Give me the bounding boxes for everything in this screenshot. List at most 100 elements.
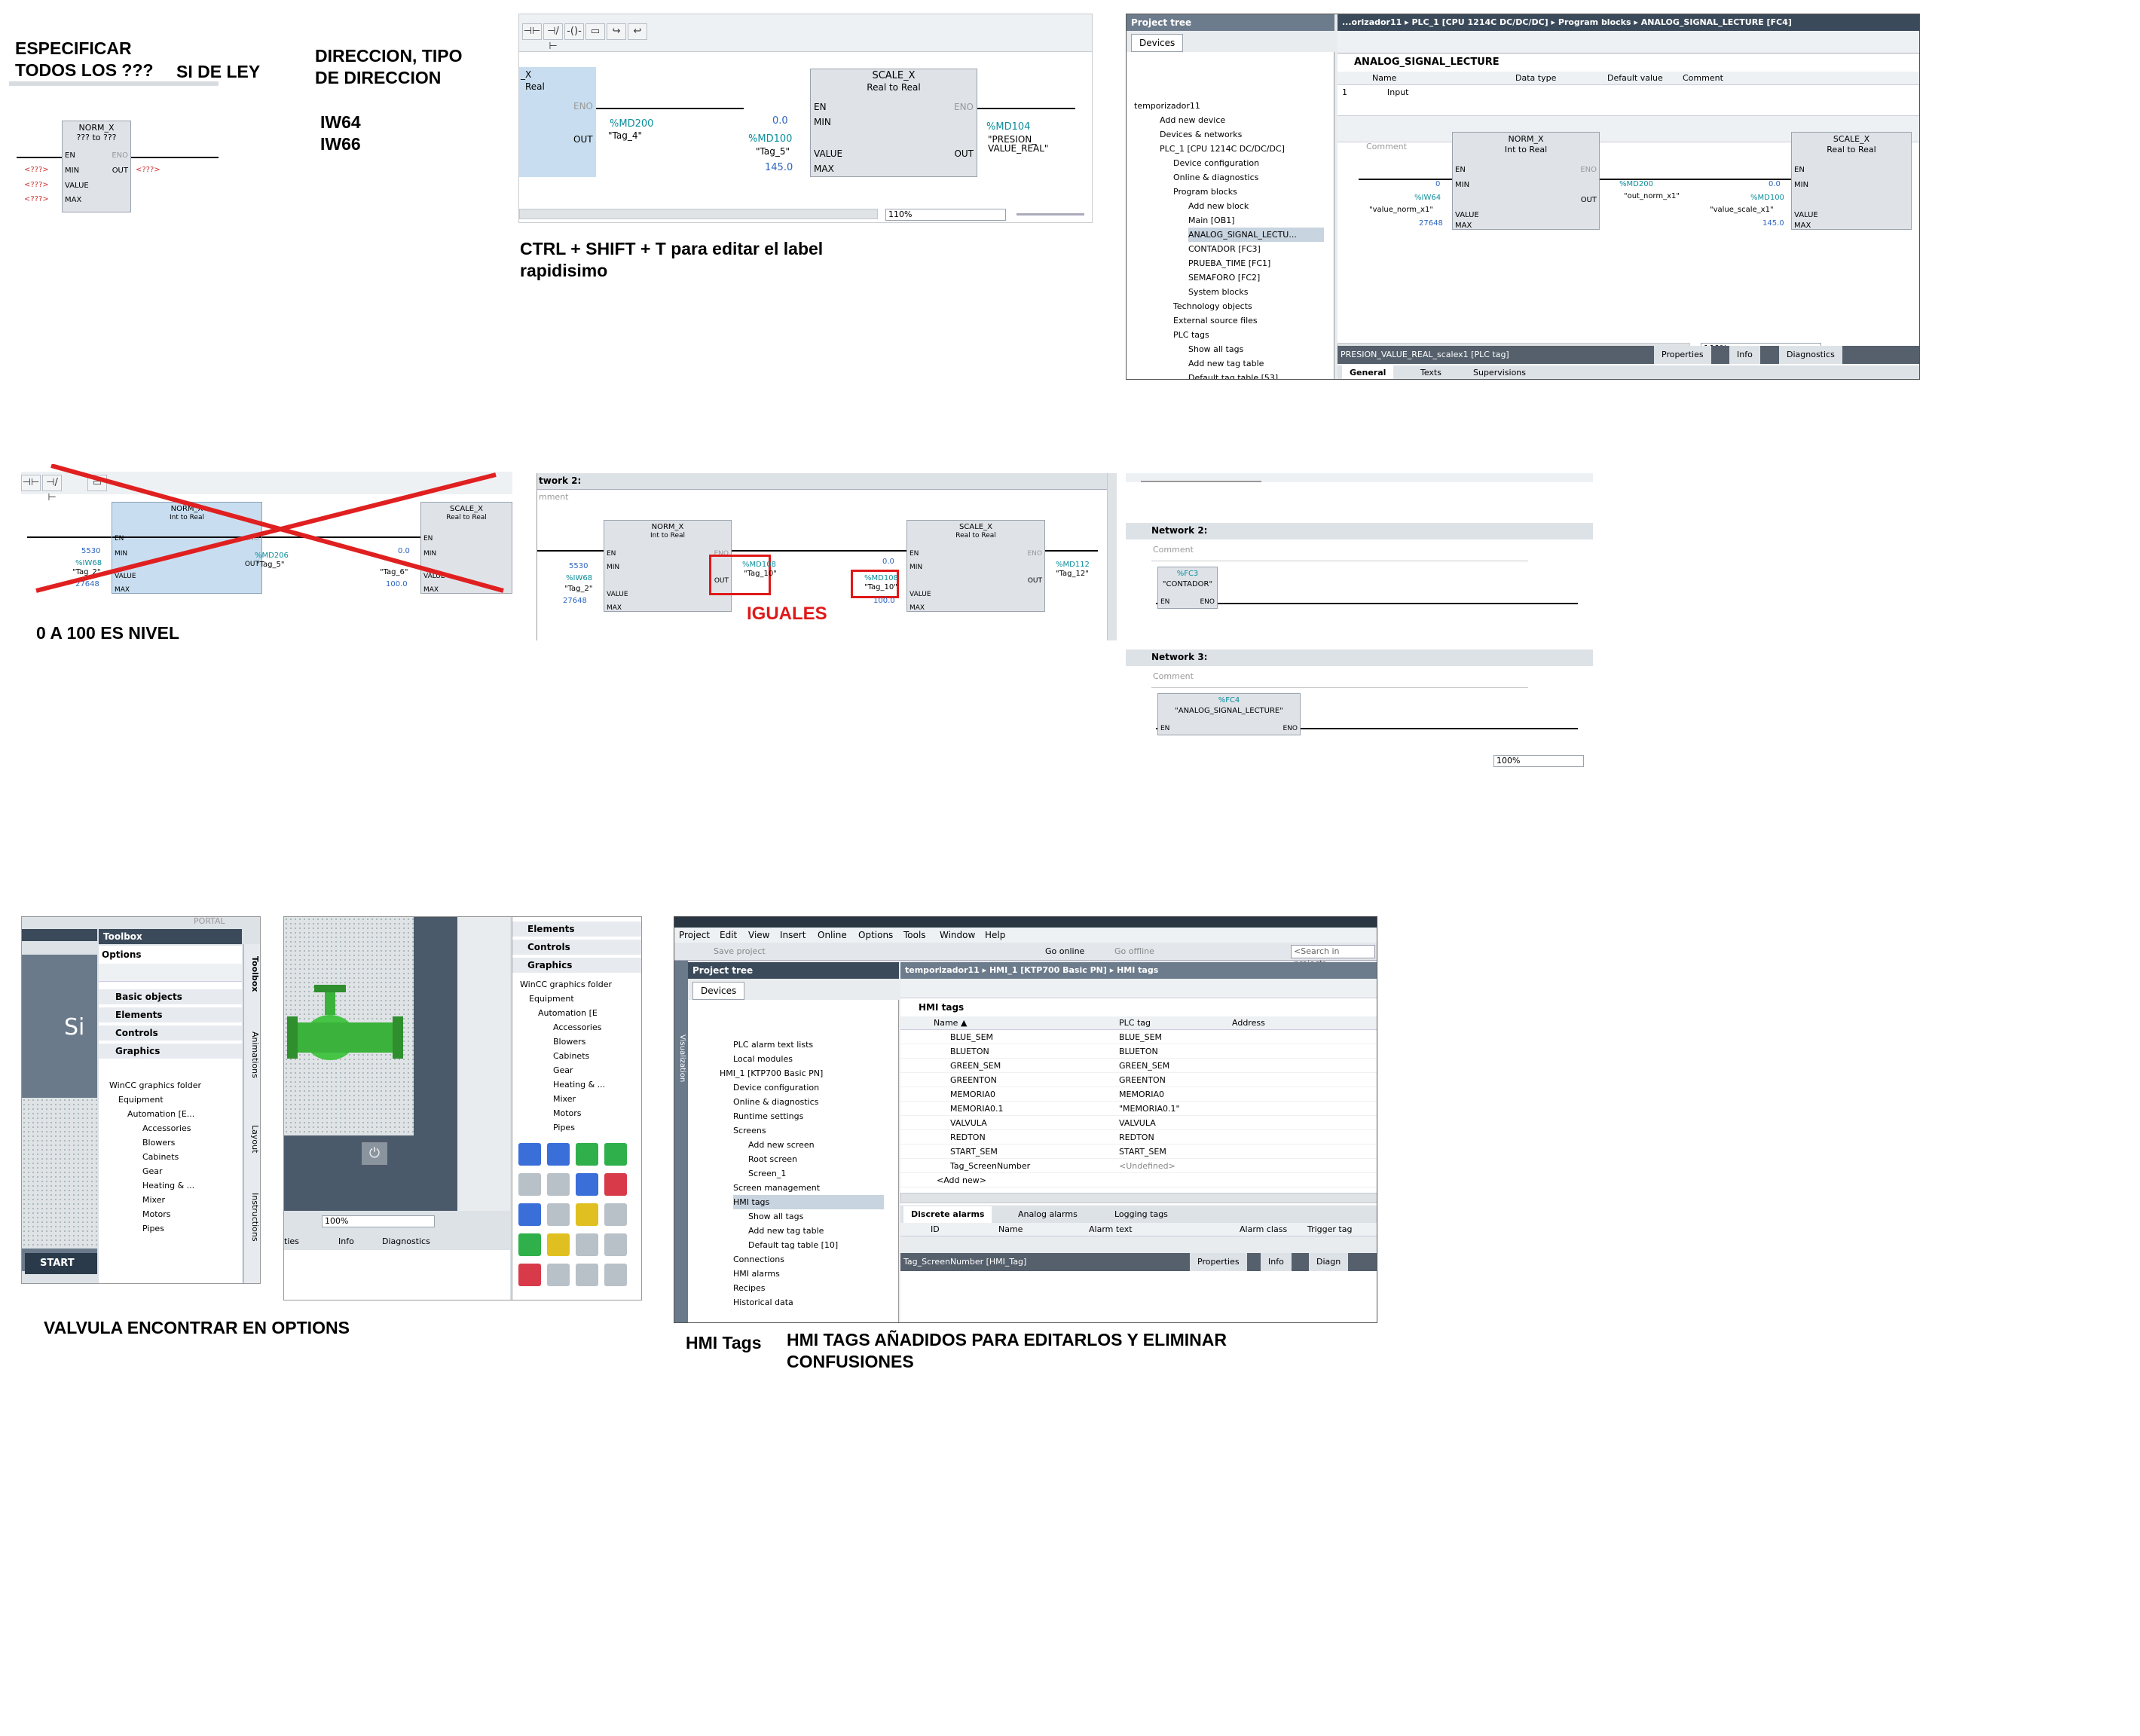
- horizontal-scrollbar[interactable]: [519, 209, 878, 219]
- graphics-tree-item[interactable]: Cabinets: [142, 1152, 179, 1162]
- tree-item[interactable]: Show all tags: [1188, 344, 1244, 354]
- side-tab-instructions[interactable]: Instructions: [250, 1193, 260, 1242]
- zoom-field[interactable]: 100%: [1493, 755, 1584, 767]
- contact-no-icon[interactable]: ⊣⊢: [522, 23, 542, 40]
- tag5-label[interactable]: "Tag_5": [756, 146, 790, 157]
- valve-gray-icon[interactable]: [604, 1264, 627, 1286]
- menu-online[interactable]: Online: [818, 930, 847, 940]
- tree-item[interactable]: HMI alarms: [733, 1269, 780, 1279]
- graphics-tree-item[interactable]: Heating & ...: [553, 1080, 606, 1090]
- tree-item[interactable]: Default tag table [53]: [1188, 373, 1279, 380]
- diagnostics-tab[interactable]: Diagnostics: [382, 1236, 430, 1246]
- graphics-tree-item[interactable]: Automation [E: [538, 1008, 598, 1018]
- menu-view[interactable]: View: [748, 930, 770, 940]
- logging-tags-tab[interactable]: Logging tags: [1114, 1209, 1168, 1219]
- network-2-title[interactable]: Network 2:: [1151, 525, 1208, 536]
- side-tab-layout[interactable]: Layout: [250, 1125, 260, 1154]
- value-unknown[interactable]: <???>: [24, 181, 49, 189]
- graphics-tree-item[interactable]: WinCC graphics folder: [109, 1080, 201, 1090]
- tree-item[interactable]: Device configuration: [1173, 158, 1260, 168]
- tree-item[interactable]: HMI_1 [KTP700 Basic PN]: [720, 1068, 824, 1078]
- valve-yellow-icon[interactable]: [576, 1203, 598, 1226]
- scale-max-value[interactable]: 145.0: [765, 162, 793, 173]
- graphics-tree-item[interactable]: Motors: [553, 1108, 582, 1118]
- tree-item[interactable]: Add new screen: [748, 1140, 815, 1150]
- graphics-tree-item[interactable]: Blowers: [142, 1138, 176, 1148]
- graphics-tree-item[interactable]: Pipes: [142, 1224, 164, 1233]
- valve-gray-icon[interactable]: [604, 1203, 627, 1226]
- tree-item[interactable]: SEMAFORO [FC2]: [1188, 273, 1261, 283]
- norm-x-block[interactable]: NORM_X ??? to ??? EN ENO MIN OUT VALUE M…: [62, 121, 131, 212]
- properties-tab[interactable]: Properties: [1190, 1253, 1247, 1271]
- graphics-tree-item[interactable]: Automation [E...: [127, 1109, 195, 1119]
- elements-section[interactable]: Elements: [512, 921, 641, 937]
- coil-icon[interactable]: -()-: [564, 23, 584, 40]
- info-tab[interactable]: Info: [1261, 1253, 1292, 1271]
- md104-address[interactable]: %MD104: [986, 121, 1031, 133]
- max-unknown[interactable]: <???>: [24, 195, 49, 203]
- hmi-tag-row[interactable]: MEMORIA0.1"MEMORIA0.1": [900, 1102, 1377, 1116]
- info-tab[interactable]: Info: [1729, 346, 1760, 364]
- properties-tab[interactable]: Properties: [1654, 346, 1711, 364]
- norm-x-block[interactable]: NORM_X Int to Real EN ENO MIN OUT VALUE …: [1452, 132, 1600, 230]
- min-unknown[interactable]: <???>: [24, 166, 49, 174]
- valve-green-icon[interactable]: [518, 1233, 541, 1256]
- search-in-project-field[interactable]: <Search in project>: [1291, 945, 1375, 968]
- side-tab-toolbox[interactable]: Toolbox: [250, 956, 260, 992]
- graphics-tree-item[interactable]: WinCC graphics folder: [520, 980, 612, 989]
- graphics-tree-item[interactable]: Heating & ...: [142, 1181, 195, 1190]
- valve-gray-icon[interactable]: [547, 1173, 570, 1196]
- tree-item[interactable]: Add new device: [1160, 115, 1226, 125]
- graphics-tree-item[interactable]: Accessories: [553, 1022, 602, 1032]
- side-tab-visualization[interactable]: Visualization: [678, 1035, 686, 1083]
- valve-gray-icon[interactable]: [547, 1203, 570, 1226]
- scale-x-block[interactable]: SCALE_X Real to Real EN ENO MIN VALUE OU…: [810, 69, 977, 177]
- tree-item[interactable]: HMI tags: [733, 1195, 884, 1209]
- tree-item[interactable]: PLC alarm text lists: [733, 1040, 814, 1050]
- valve-red-icon[interactable]: [518, 1264, 541, 1286]
- menu-help[interactable]: Help: [985, 930, 1006, 940]
- presion-label[interactable]: "PRESION_ VALUE_REAL": [988, 134, 1049, 154]
- zoom-field[interactable]: 100%: [322, 1215, 435, 1227]
- graphics-tree-item[interactable]: Accessories: [142, 1123, 191, 1133]
- network-3-title[interactable]: Network 3:: [1151, 652, 1208, 662]
- contact-no-icon[interactable]: ⊣⊢: [21, 475, 41, 491]
- menu-insert[interactable]: Insert: [780, 930, 806, 940]
- valve-gray-icon[interactable]: [518, 1173, 541, 1196]
- tree-item[interactable]: Screen_1: [748, 1169, 787, 1178]
- tag4-label[interactable]: "Tag_4": [608, 130, 642, 141]
- valve-gray-icon[interactable]: [576, 1233, 598, 1256]
- valve-blue-icon[interactable]: [576, 1173, 598, 1196]
- valve-yellow-icon[interactable]: [547, 1233, 570, 1256]
- start-button[interactable]: START: [25, 1253, 97, 1274]
- fc4-call-block[interactable]: %FC4 "ANALOG_SIGNAL_LECTURE" EN ENO: [1157, 693, 1301, 735]
- graphics-tree-item[interactable]: Blowers: [553, 1037, 586, 1047]
- devices-tab[interactable]: Devices: [692, 982, 745, 1000]
- valve-gray-icon[interactable]: [547, 1264, 570, 1286]
- diagnostics-tab[interactable]: Diagn: [1309, 1253, 1349, 1271]
- valve-gray-icon[interactable]: [576, 1264, 598, 1286]
- devices-tab[interactable]: Devices: [1131, 34, 1184, 52]
- md100-address[interactable]: %MD100: [748, 133, 793, 145]
- tree-item[interactable]: Online & diagnostics: [1173, 173, 1259, 182]
- tree-item[interactable]: Show all tags: [748, 1212, 804, 1221]
- valve-blue-icon[interactable]: [518, 1143, 541, 1166]
- tree-item[interactable]: Online & diagnostics: [733, 1097, 819, 1107]
- power-icon[interactable]: ⏻: [361, 1142, 388, 1166]
- tree-item[interactable]: Historical data: [733, 1297, 793, 1307]
- tree-item[interactable]: PRUEBA_TIME [FC1]: [1188, 258, 1271, 268]
- tree-item[interactable]: Add new tag table: [748, 1226, 824, 1236]
- info-tab[interactable]: Info: [338, 1236, 354, 1246]
- graphics-section[interactable]: Graphics: [99, 1044, 242, 1059]
- graphics-tree-item[interactable]: Equipment: [529, 994, 574, 1004]
- save-project-button[interactable]: Save project: [714, 946, 766, 956]
- tree-item[interactable]: CONTADOR [FC3]: [1188, 244, 1261, 254]
- tree-item[interactable]: Add new block: [1188, 201, 1249, 211]
- menu-tools[interactable]: Tools: [903, 930, 926, 940]
- options-section[interactable]: Options: [102, 949, 142, 960]
- tree-item[interactable]: External source files: [1173, 316, 1258, 326]
